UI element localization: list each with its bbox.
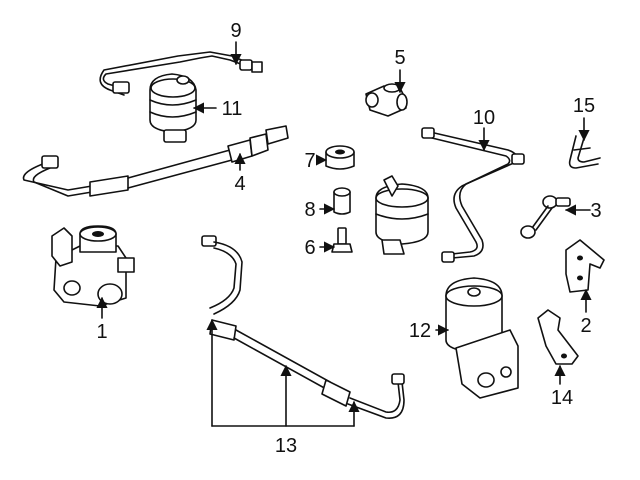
part-4-hose <box>22 125 289 197</box>
callout-14: 14 <box>551 387 573 409</box>
callout-12: 12 <box>409 320 431 342</box>
part-14-bracket <box>537 309 579 365</box>
part-12-air-spring <box>445 277 519 399</box>
callout-5: 5 <box>394 47 405 69</box>
callout-11: 11 <box>222 98 243 120</box>
callout-8: 8 <box>304 199 315 221</box>
callout-15: 15 <box>573 95 595 117</box>
part-3-link-rod <box>520 195 571 239</box>
callout-9: 9 <box>230 20 241 42</box>
callout-labels: 1 2 3 4 5 6 7 8 9 10 11 12 13 14 15 <box>96 20 601 457</box>
part-7-bushing <box>325 145 355 170</box>
callout-13: 13 <box>275 435 297 457</box>
center-air-spring <box>375 175 429 255</box>
part-9-fitting-left <box>112 81 130 94</box>
callout-2: 2 <box>580 315 591 337</box>
part-5-tee-fitting <box>365 83 408 117</box>
callout-7: 7 <box>304 150 315 172</box>
part-10-hose-line <box>421 127 525 263</box>
part-15-u-clip <box>568 135 601 169</box>
callout-1: 1 <box>96 321 107 343</box>
part-8-spacer <box>333 187 351 215</box>
part-2-bracket <box>565 239 605 293</box>
part-9-fitting-right <box>239 59 253 71</box>
callout-leaders <box>96 41 592 427</box>
part-11-actuator <box>149 73 197 143</box>
callout-10: 10 <box>473 107 495 129</box>
callout-6: 6 <box>304 237 315 259</box>
part-6-bolt <box>331 227 353 253</box>
part-1-valve-block <box>51 225 135 307</box>
callout-4: 4 <box>234 173 245 195</box>
callout-3: 3 <box>590 200 601 222</box>
part-9-hose-line <box>99 51 263 96</box>
part-13-hose <box>201 235 405 419</box>
